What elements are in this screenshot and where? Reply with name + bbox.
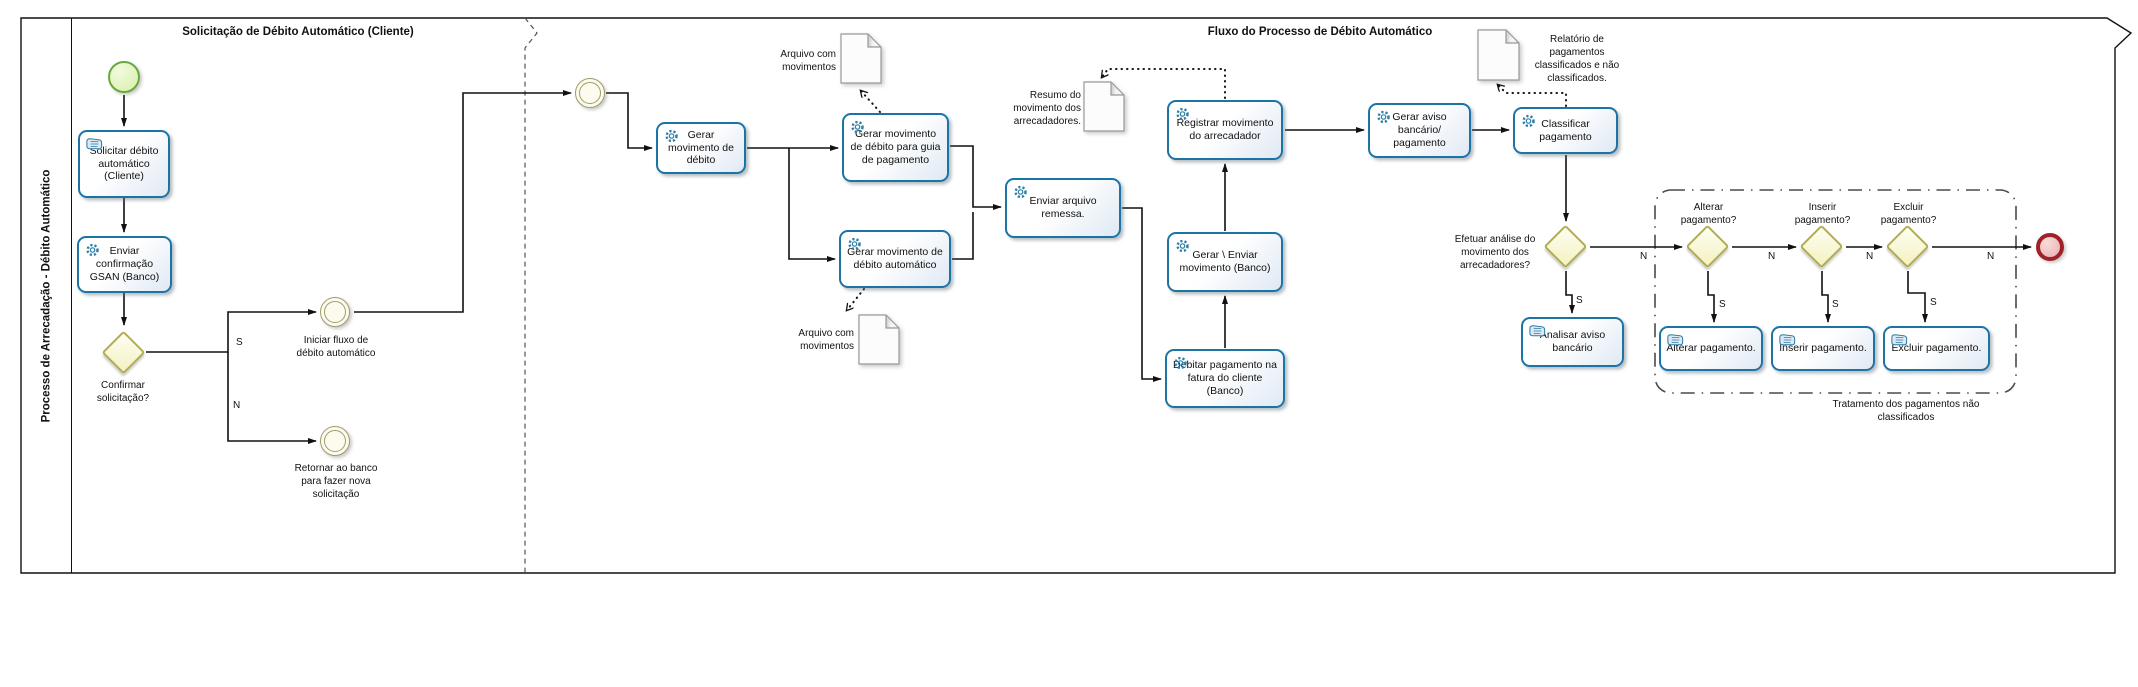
hand-icon	[1891, 334, 1908, 346]
branch-label-s: S	[236, 337, 243, 348]
end-event[interactable]	[2036, 233, 2064, 261]
document-icon[interactable]	[858, 314, 900, 365]
task-gerar-movimento-automatico[interactable]: Gerar movimento de débito automático	[839, 230, 951, 288]
gear-icon	[86, 243, 99, 257]
phase-title-solicitacao: Solicitação de Débito Automático (Client…	[182, 26, 414, 38]
gear-icon	[1014, 185, 1027, 199]
task-enviar-arquivo-remessa[interactable]: Enviar arquivo remessa.	[1005, 178, 1121, 238]
gear-icon	[1522, 114, 1535, 128]
doc-label-resumo: Resumo do movimento dos arrecadadores.	[1013, 90, 1081, 127]
branch-label-s: S	[1930, 297, 1937, 308]
gateway-label-excluir: Excluir pagamento?	[1880, 202, 1937, 226]
event-label-iniciar: Iniciar fluxo de débito automático	[296, 335, 376, 359]
intermediate-event-link[interactable]	[575, 78, 605, 108]
branch-label-s: S	[1832, 299, 1839, 310]
sequence-flows	[121, 90, 2032, 444]
task-label: Analisar aviso bancário	[1539, 329, 1606, 354]
hand-icon	[1529, 325, 1546, 337]
task-label: Enviar arquivo remessa.	[1029, 195, 1097, 220]
document-icon[interactable]	[1083, 81, 1125, 132]
task-gerar-aviso[interactable]: Gerar aviso bancário/ pagamento	[1368, 103, 1471, 158]
gateway-label-efetuar: Efetuar análise do movimento dos arrecad…	[1454, 234, 1536, 271]
pool-border	[20, 17, 2133, 574]
gateway-label-confirmar: Confirmar solicitação?	[96, 380, 150, 404]
pool-title: Processo de Arrecadação - Débito Automát…	[40, 169, 53, 422]
intermediate-event-iniciar[interactable]	[320, 297, 350, 327]
gear-icon	[1176, 107, 1189, 121]
task-analisar-aviso[interactable]: Analisar aviso bancário	[1521, 317, 1624, 367]
start-event[interactable]	[108, 61, 140, 93]
group-label: Tratamento dos pagamentos não classifica…	[1832, 399, 1980, 423]
gear-icon	[851, 120, 864, 134]
task-label: Gerar \ Enviar movimento (Banco)	[1179, 249, 1271, 274]
gateway-label-inserir: Inserir pagamento?	[1794, 202, 1851, 226]
task-label: Excluir pagamento.	[1891, 342, 1982, 355]
gear-icon	[665, 129, 678, 143]
task-label: Gerar movimento de débito	[668, 128, 734, 167]
task-label: Alterar pagamento.	[1666, 342, 1756, 355]
task-label: Gerar movimento de débito automático	[847, 246, 943, 271]
doc-label-arquivo-2: Arquivo com movimentos	[798, 328, 854, 352]
task-label: Gerar aviso bancário/ pagamento	[1392, 111, 1447, 149]
pool-label-band: Processo de Arrecadação - Débito Automát…	[21, 18, 72, 573]
task-gerar-enviar-movimento[interactable]: Gerar \ Enviar movimento (Banco)	[1167, 232, 1283, 292]
gear-icon	[848, 237, 861, 251]
task-label: Debitar pagamento na fatura do cliente (…	[1173, 359, 1277, 397]
phase-divider	[524, 17, 538, 573]
branch-label-n: N	[1640, 251, 1648, 262]
event-label-retornar: Retornar ao banco para fazer nova solici…	[294, 463, 378, 500]
task-enviar-confirmacao[interactable]: Enviar confirmação GSAN (Banco)	[77, 236, 172, 293]
task-label: Solicitar débito automático (Cliente)	[89, 144, 159, 183]
task-classificar-pagamento[interactable]: Classificar pagamento	[1513, 107, 1618, 154]
event-inner-ring	[324, 301, 346, 323]
event-inner-ring	[324, 430, 346, 452]
task-label: Registrar movimento do arrecadador	[1176, 117, 1274, 142]
document-icon[interactable]	[1477, 29, 1520, 81]
task-gerar-movimento-debito[interactable]: Gerar movimento de débito	[656, 122, 746, 174]
task-label: Inserir pagamento.	[1779, 342, 1867, 355]
intermediate-event-retornar[interactable]	[320, 426, 350, 456]
branch-label-s: S	[1576, 295, 1583, 306]
hand-icon	[1667, 334, 1684, 346]
phase-title-fluxo: Fluxo do Processo de Débito Automático	[1207, 26, 1433, 38]
document-shapes	[840, 29, 1520, 365]
task-excluir-pagamento[interactable]: Excluir pagamento.	[1883, 326, 1990, 371]
task-debitar-pagamento[interactable]: Debitar pagamento na fatura do cliente (…	[1165, 349, 1285, 408]
data-associations	[847, 68, 1567, 310]
task-label: Enviar confirmação GSAN (Banco)	[89, 245, 160, 283]
hand-icon	[86, 138, 103, 150]
event-inner-ring	[579, 82, 601, 104]
branch-label-n: N	[1866, 251, 1874, 262]
doc-label-relatorio: Relatório de pagamentos classificados e …	[1534, 34, 1620, 84]
task-inserir-pagamento[interactable]: Inserir pagamento.	[1771, 326, 1875, 371]
document-icon[interactable]	[840, 33, 882, 84]
gear-icon	[1174, 356, 1187, 370]
doc-label-arquivo-1: Arquivo com movimentos	[780, 49, 836, 73]
task-solicitar-debito[interactable]: Solicitar débito automático (Cliente)	[78, 130, 170, 198]
group-box[interactable]	[1654, 189, 2017, 394]
task-registrar-movimento[interactable]: Registrar movimento do arrecadador	[1167, 100, 1283, 160]
gear-icon	[1176, 239, 1189, 253]
branch-label-s: S	[1719, 299, 1726, 310]
task-label: Gerar movimento de débito para guia de p…	[850, 128, 941, 166]
gateway-label-alterar: Alterar pagamento?	[1680, 202, 1737, 226]
task-gerar-movimento-guia[interactable]: Gerar movimento de débito para guia de p…	[842, 113, 949, 182]
task-label: Classificar pagamento	[1539, 117, 1592, 143]
hand-icon	[1779, 334, 1796, 346]
branch-label-n: N	[233, 400, 241, 411]
branch-label-n: N	[1768, 251, 1776, 262]
task-alterar-pagamento[interactable]: Alterar pagamento.	[1659, 326, 1763, 371]
gear-icon	[1377, 110, 1390, 124]
branch-label-n: N	[1987, 251, 1995, 262]
